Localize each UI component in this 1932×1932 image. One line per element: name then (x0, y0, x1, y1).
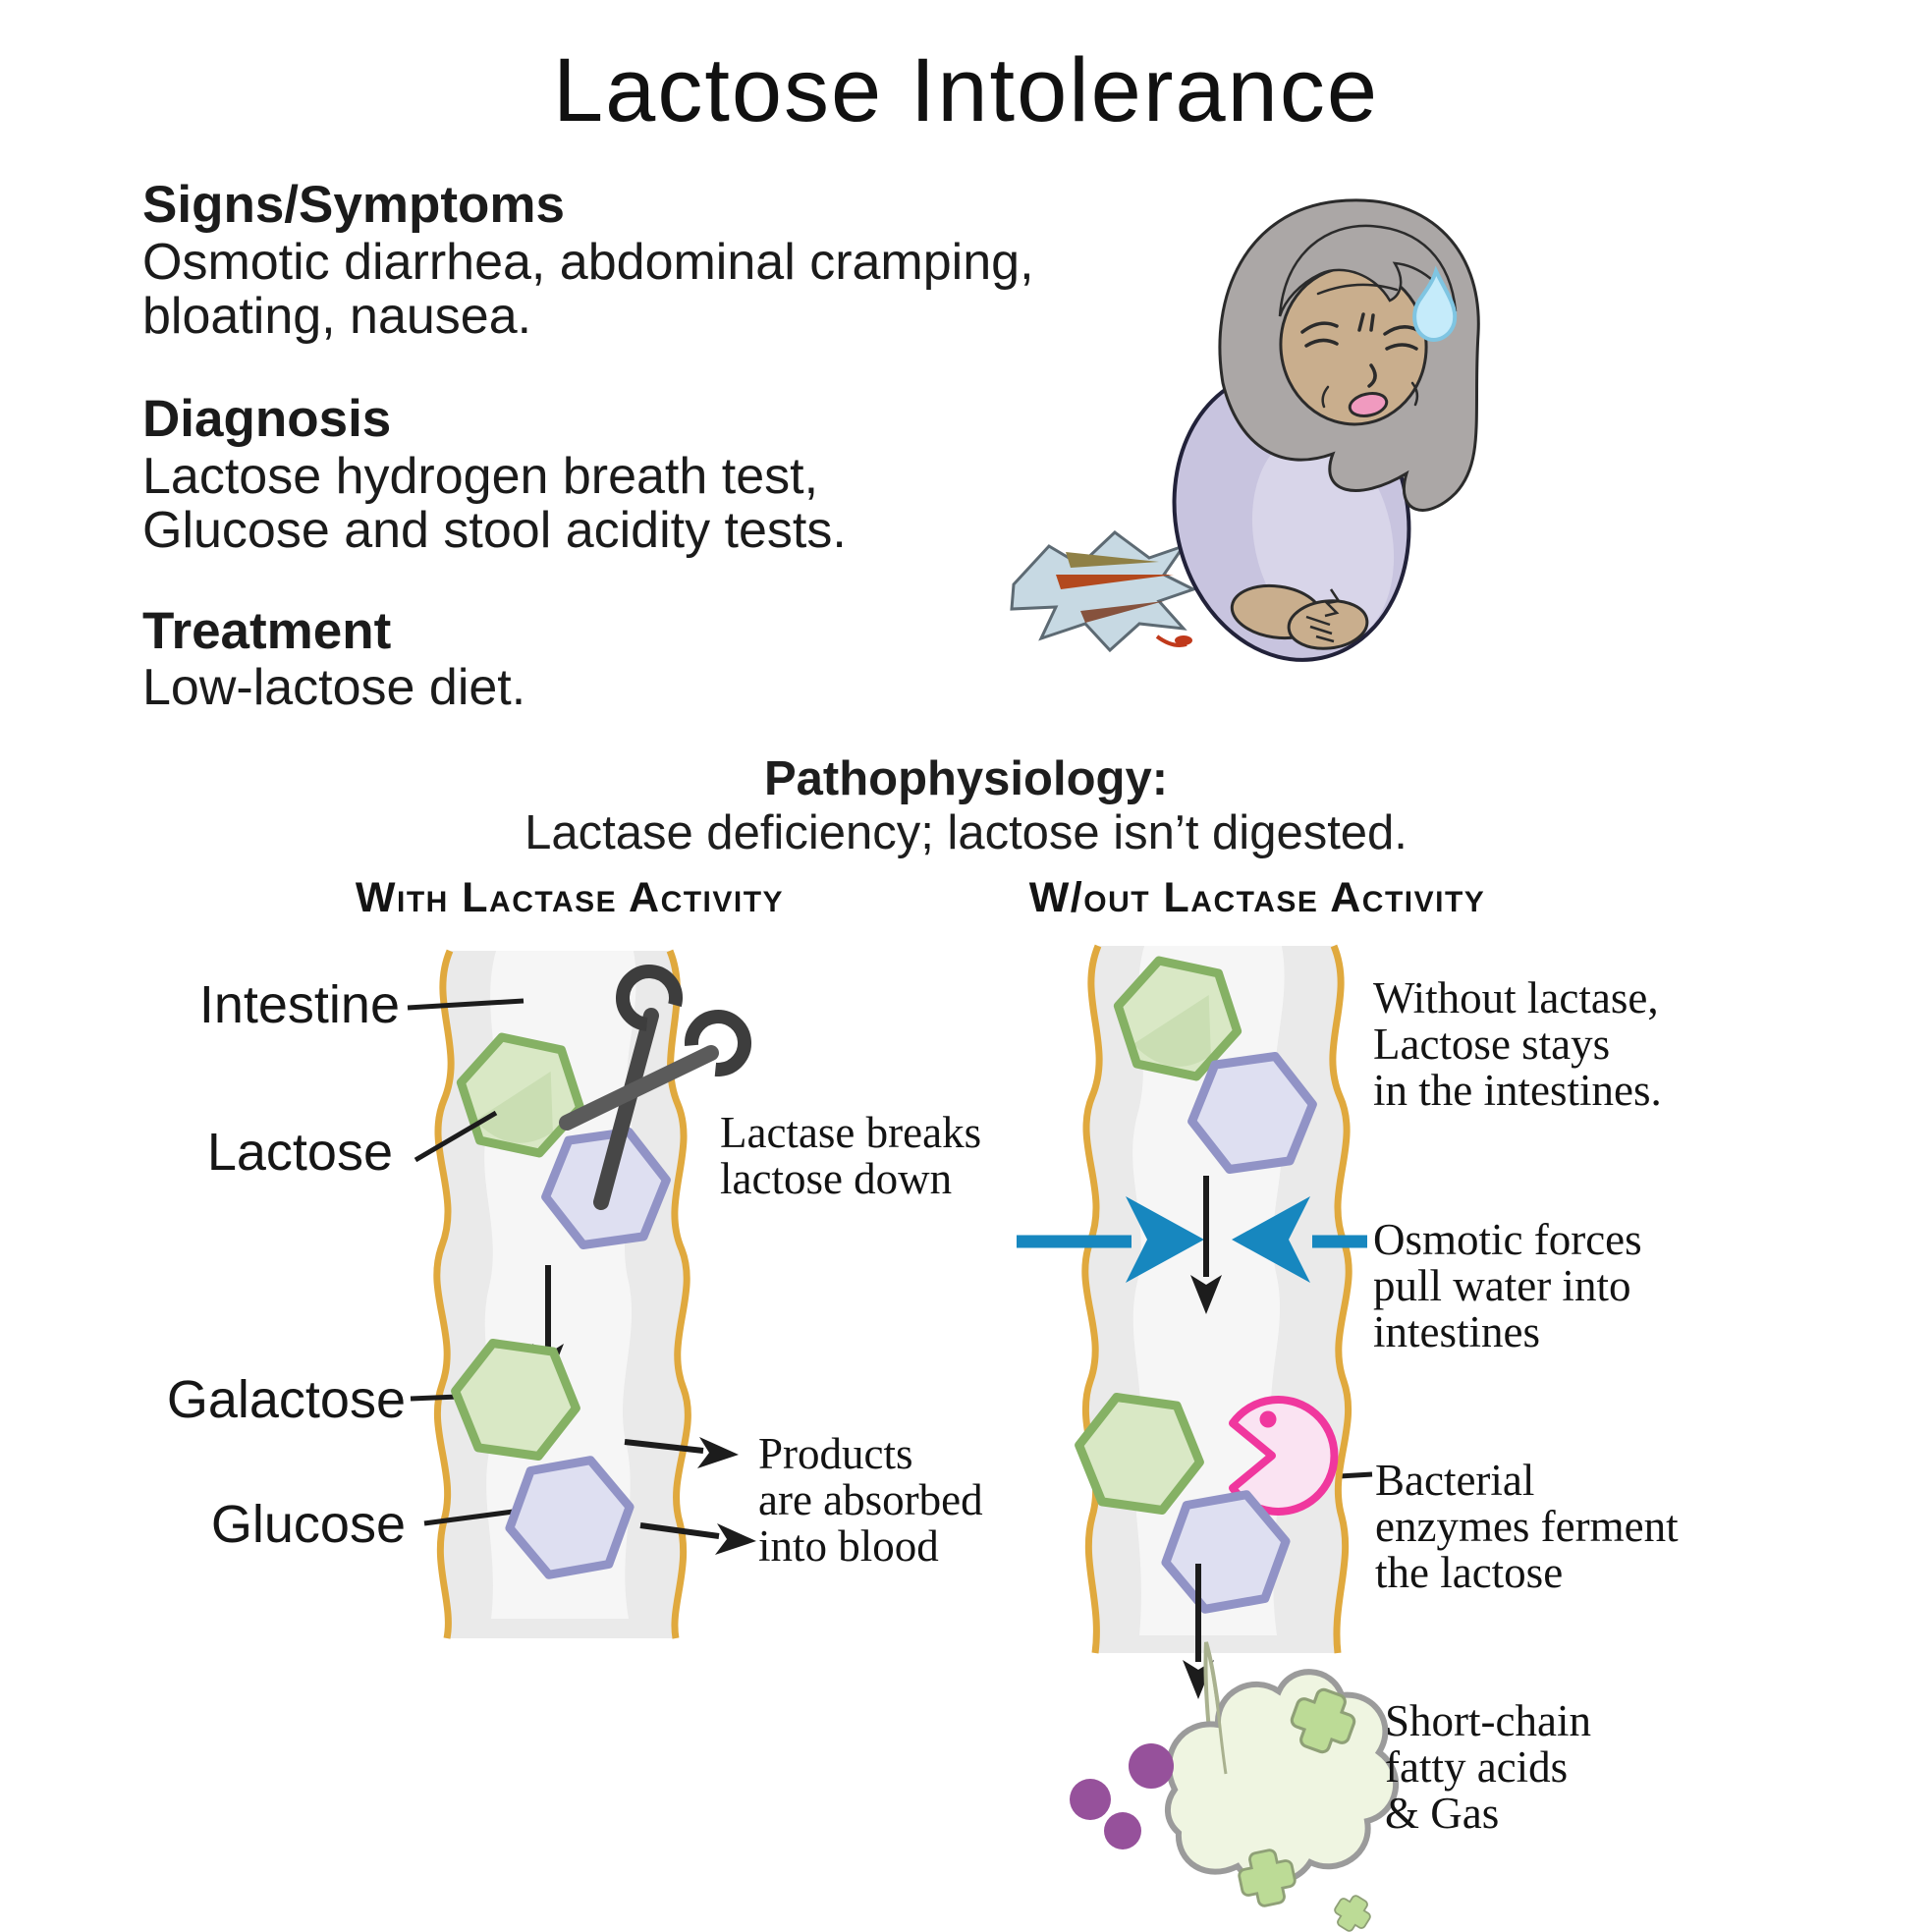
column-header-with-lactase: With Lactase Activity (355, 874, 785, 921)
note-osmotic-line-3: intestines (1373, 1307, 1540, 1356)
intestine-wall-left-border (433, 949, 455, 1639)
diagnosis-line-2: Glucose and stool acidity tests. (142, 502, 847, 559)
note-gas-line-2: fatty acids (1385, 1742, 1569, 1792)
note-gas-line-3: & Gas (1385, 1789, 1500, 1838)
label-intestine: Intestine (198, 975, 400, 1034)
signs-symptoms-line-1: Osmotic diarrhea, abdominal cramping, (142, 234, 1034, 291)
label-lactose: Lactose (206, 1123, 393, 1182)
lactose-hexagon-green (450, 1031, 591, 1160)
label-glucose: Glucose (210, 1495, 406, 1554)
note-lactose-stays: Without lactase, Lactose stays in the in… (1373, 975, 1662, 1114)
signs-symptoms-heading: Signs/Symptoms (142, 176, 565, 234)
down-arrow-right-tube (1190, 1176, 1222, 1314)
pathophysiology-subtitle: Lactase deficiency; lactose isn’t digest… (524, 806, 1408, 859)
note-lactase-breaks-line-2: lactose down (720, 1154, 953, 1203)
note-lactose-stays-line-1: Without lactase, (1373, 973, 1659, 1022)
note-products-line-1: Products (758, 1429, 913, 1478)
note-bacterial-line-1: Bacterial (1375, 1456, 1535, 1505)
lactose-hexagon-green-right (1107, 955, 1248, 1083)
note-osmotic-line-2: pull water into (1373, 1261, 1631, 1310)
treatment-heading: Treatment (142, 602, 392, 660)
note-lactose-stays-line-3: in the intestines. (1373, 1066, 1662, 1115)
note-products-line-3: into blood (758, 1521, 939, 1571)
diagnosis-line-1: Lactose hydrogen breath test, (142, 448, 819, 505)
flatulence-burst-icon (1010, 530, 1197, 653)
woman-hair-front (1278, 224, 1458, 317)
note-short-chain-gas: Short-chain fatty acids & Gas (1385, 1698, 1591, 1837)
bacteria-eye (1259, 1410, 1277, 1428)
woman-face-details (1300, 283, 1419, 409)
sweat-drop-icon (1412, 265, 1458, 342)
diagnosis-heading: Diagnosis (142, 390, 392, 448)
note-lactase-breaks-line-1: Lactase breaks (720, 1108, 982, 1157)
note-osmotic-forces: Osmotic forces pull water into intestine… (1373, 1217, 1642, 1355)
note-products-line-2: are absorbed (758, 1475, 983, 1524)
note-bacterial-line-3: the lactose (1375, 1548, 1564, 1597)
note-products-absorbed: Products are absorbed into blood (758, 1431, 983, 1570)
note-bacterial-enzymes: Bacterial enzymes ferment the lactose (1375, 1458, 1679, 1596)
woman-hands (1230, 583, 1369, 650)
column-header-without-lactase: W/out Lactase Activity (1028, 874, 1486, 921)
scissors-icon (559, 965, 751, 1210)
note-lactose-stays-line-2: Lactose stays (1373, 1020, 1611, 1069)
woman-mouth (1348, 392, 1389, 417)
page-title: Lactose Intolerance (553, 40, 1379, 140)
osmotic-arrow-left (1017, 1196, 1204, 1283)
pathophysiology-heading: Pathophysiology: (763, 752, 1169, 805)
pacman-bacteria-icon (1229, 1396, 1339, 1516)
note-osmotic-line-1: Osmotic forces (1373, 1215, 1642, 1264)
osmotic-arrow-right (1232, 1196, 1367, 1283)
short-chain-fatty-acid-dots (1070, 1743, 1174, 1849)
label-galactose: Galactose (166, 1370, 406, 1429)
treatment-line-1: Low-lactose diet. (142, 659, 526, 716)
woman-with-abdominal-pain (1010, 198, 1480, 662)
note-gas-line-1: Short-chain (1385, 1696, 1591, 1745)
absorbed-arrow-lower (639, 1522, 756, 1555)
signs-symptoms-line-2: bloating, nausea. (142, 288, 532, 345)
absorbed-arrow-upper (624, 1437, 739, 1468)
note-lactase-breaks: Lactase breaks lactose down (720, 1110, 981, 1202)
note-bacterial-line-2: enzymes ferment (1375, 1502, 1679, 1551)
